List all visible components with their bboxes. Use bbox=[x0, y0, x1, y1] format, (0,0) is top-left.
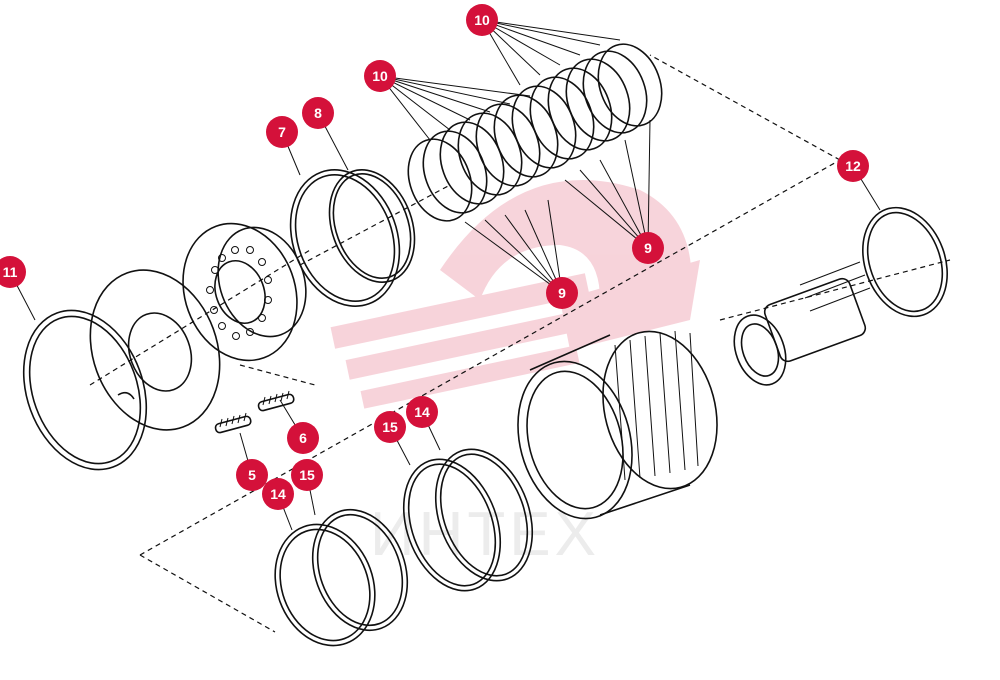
ring-14-lower bbox=[274, 523, 376, 647]
svg-text:12: 12 bbox=[845, 158, 861, 174]
svg-text:14: 14 bbox=[414, 404, 430, 420]
callout-10-left: 10 bbox=[364, 60, 396, 92]
svg-text:15: 15 bbox=[299, 467, 315, 483]
watermark-logo bbox=[330, 180, 700, 409]
svg-text:14: 14 bbox=[270, 486, 286, 502]
callout-5: 5 bbox=[236, 459, 268, 491]
ring-15-middle bbox=[402, 458, 502, 592]
callout-9-bottom: 9 bbox=[546, 277, 578, 309]
clutch-drum bbox=[517, 330, 718, 520]
svg-text:5: 5 bbox=[248, 467, 256, 483]
needle-bearing bbox=[733, 314, 787, 386]
svg-text:8: 8 bbox=[314, 105, 322, 121]
callout-15-lower: 15 bbox=[291, 459, 323, 491]
thrust-plate bbox=[89, 269, 221, 431]
callout-11: 11 bbox=[0, 256, 26, 288]
svg-text:7: 7 bbox=[278, 124, 286, 140]
svg-text:11: 11 bbox=[3, 264, 18, 280]
pin-5 bbox=[214, 412, 252, 434]
callout-12: 12 bbox=[837, 150, 869, 182]
pin-6 bbox=[257, 390, 295, 412]
leader-lines bbox=[9, 19, 881, 531]
svg-text:9: 9 bbox=[644, 240, 652, 256]
callout-14-middle: 14 bbox=[406, 396, 438, 428]
callout-10-top: 10 bbox=[466, 4, 498, 36]
svg-text:10: 10 bbox=[372, 68, 388, 84]
snap-ring-11 bbox=[22, 309, 148, 471]
svg-text:6: 6 bbox=[299, 430, 307, 446]
svg-text:15: 15 bbox=[382, 419, 398, 435]
callout-6: 6 bbox=[287, 422, 319, 454]
seal-8 bbox=[328, 169, 416, 283]
splined-shaft bbox=[763, 261, 871, 363]
piston bbox=[182, 222, 307, 362]
callout-8: 8 bbox=[302, 97, 334, 129]
callout-15-middle: 15 bbox=[374, 411, 406, 443]
svg-text:9: 9 bbox=[558, 285, 566, 301]
seal-7 bbox=[289, 169, 401, 307]
callout-9-right: 9 bbox=[632, 232, 664, 264]
ring-14-middle bbox=[434, 448, 534, 582]
svg-text:10: 10 bbox=[474, 12, 490, 28]
clutch-disc-pack bbox=[407, 43, 663, 222]
assembly-axis bbox=[89, 54, 951, 633]
callout-7: 7 bbox=[266, 116, 298, 148]
ring-15-lower bbox=[311, 508, 409, 632]
callout-14-lower: 14 bbox=[262, 478, 294, 510]
piston-holes bbox=[206, 246, 272, 340]
retaining-ring-12 bbox=[862, 206, 948, 318]
